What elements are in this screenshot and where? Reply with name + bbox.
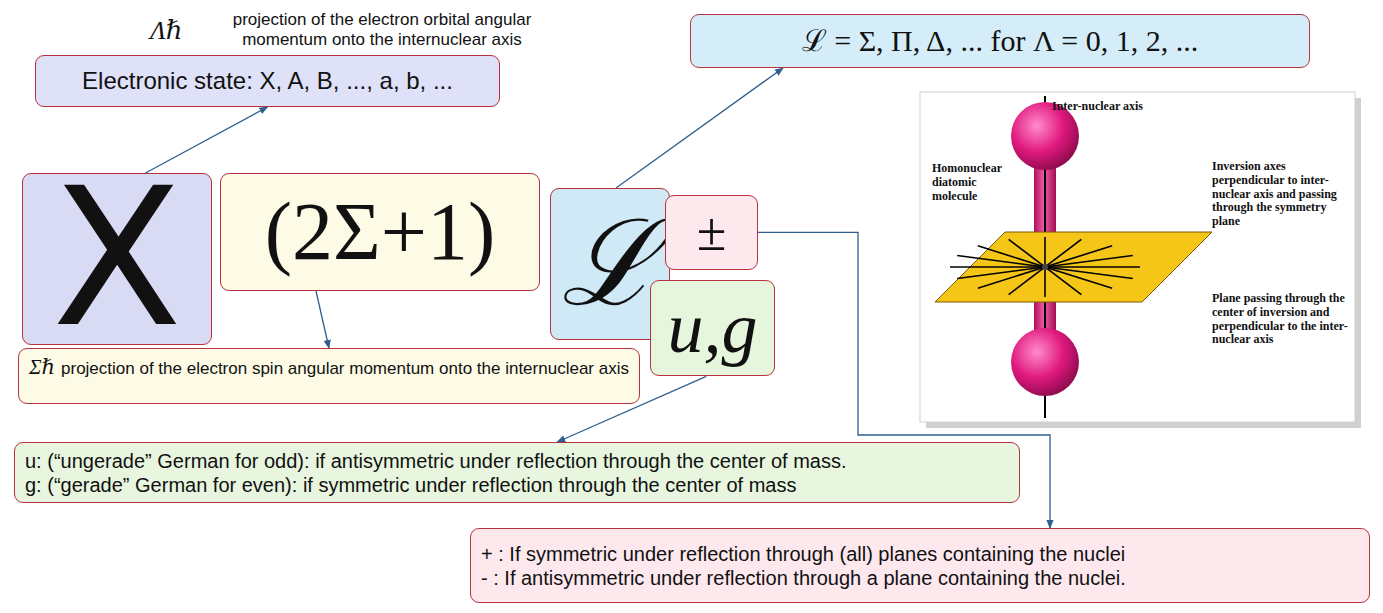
inversion-center bbox=[1042, 264, 1048, 270]
state-box: Electronic state: X, A, B, ..., a, b, ..… bbox=[35, 55, 500, 107]
math-symbol: Σℏ bbox=[29, 355, 55, 379]
node-text: g: (“gerade” German for even): if symmet… bbox=[25, 473, 796, 497]
ug-description-box: u: (“ungerade” German for odd): if antis… bbox=[14, 442, 1020, 503]
parity-sign-box: ± bbox=[665, 195, 758, 270]
ug-box: u,g bbox=[650, 280, 775, 376]
node-text: ℒ bbox=[561, 193, 659, 335]
molecule-label: Homonuclear diatomic molecule bbox=[932, 162, 1010, 203]
inversion-axes bbox=[950, 237, 1140, 297]
connector bbox=[616, 68, 783, 188]
node-text: u,g bbox=[668, 285, 758, 371]
axis-label: Inter-nuclear axis bbox=[1052, 100, 1202, 114]
inversion-axis bbox=[1009, 239, 1082, 294]
connector bbox=[146, 107, 268, 173]
lambda-box: ℒ = Σ, Π, Δ, ... for Λ = 0, 1, 2, ... bbox=[690, 14, 1310, 68]
sign-description-box: + : If symmetric under reflection throug… bbox=[470, 528, 1370, 603]
inversion-axis bbox=[957, 256, 1133, 279]
orbital-note: projection of the electron orbital angul… bbox=[192, 10, 572, 49]
state-symbol-box: X bbox=[22, 173, 212, 345]
internuclear-axis bbox=[1044, 96, 1046, 102]
node-text: - : If antisymmetric under reflection th… bbox=[481, 566, 1126, 590]
plane-label: Plane passing through the center of inve… bbox=[1212, 292, 1352, 347]
node-text: ℒ = Σ, Π, Δ, ... for Λ = 0, 1, 2, ... bbox=[802, 23, 1199, 59]
node-text: ± bbox=[697, 200, 727, 265]
lambda-symbol: Λℏ bbox=[150, 16, 190, 46]
multiplicity-box: (2Σ+1) bbox=[220, 173, 540, 291]
inversion-axes-label: Inversion axes perpendicular to inter-nu… bbox=[1212, 160, 1342, 229]
nucleus bbox=[1011, 328, 1079, 396]
node-text: Electronic state: X, A, B, ..., a, b, ..… bbox=[82, 67, 453, 96]
connector bbox=[316, 291, 329, 348]
spin-box: Σℏ projection of the electron spin angula… bbox=[18, 348, 640, 404]
node-text: + : If symmetric under reflection throug… bbox=[481, 542, 1125, 566]
illustration-panel bbox=[920, 92, 1355, 422]
node-text: projection of the electron spin angular … bbox=[61, 359, 629, 378]
inversion-axis bbox=[978, 246, 1112, 288]
symmetry-plane bbox=[935, 232, 1212, 302]
node-text: (2Σ+1) bbox=[265, 183, 496, 281]
node-text: X bbox=[52, 178, 182, 340]
node-text: u: (“ungerade” German for odd): if antis… bbox=[25, 449, 846, 473]
